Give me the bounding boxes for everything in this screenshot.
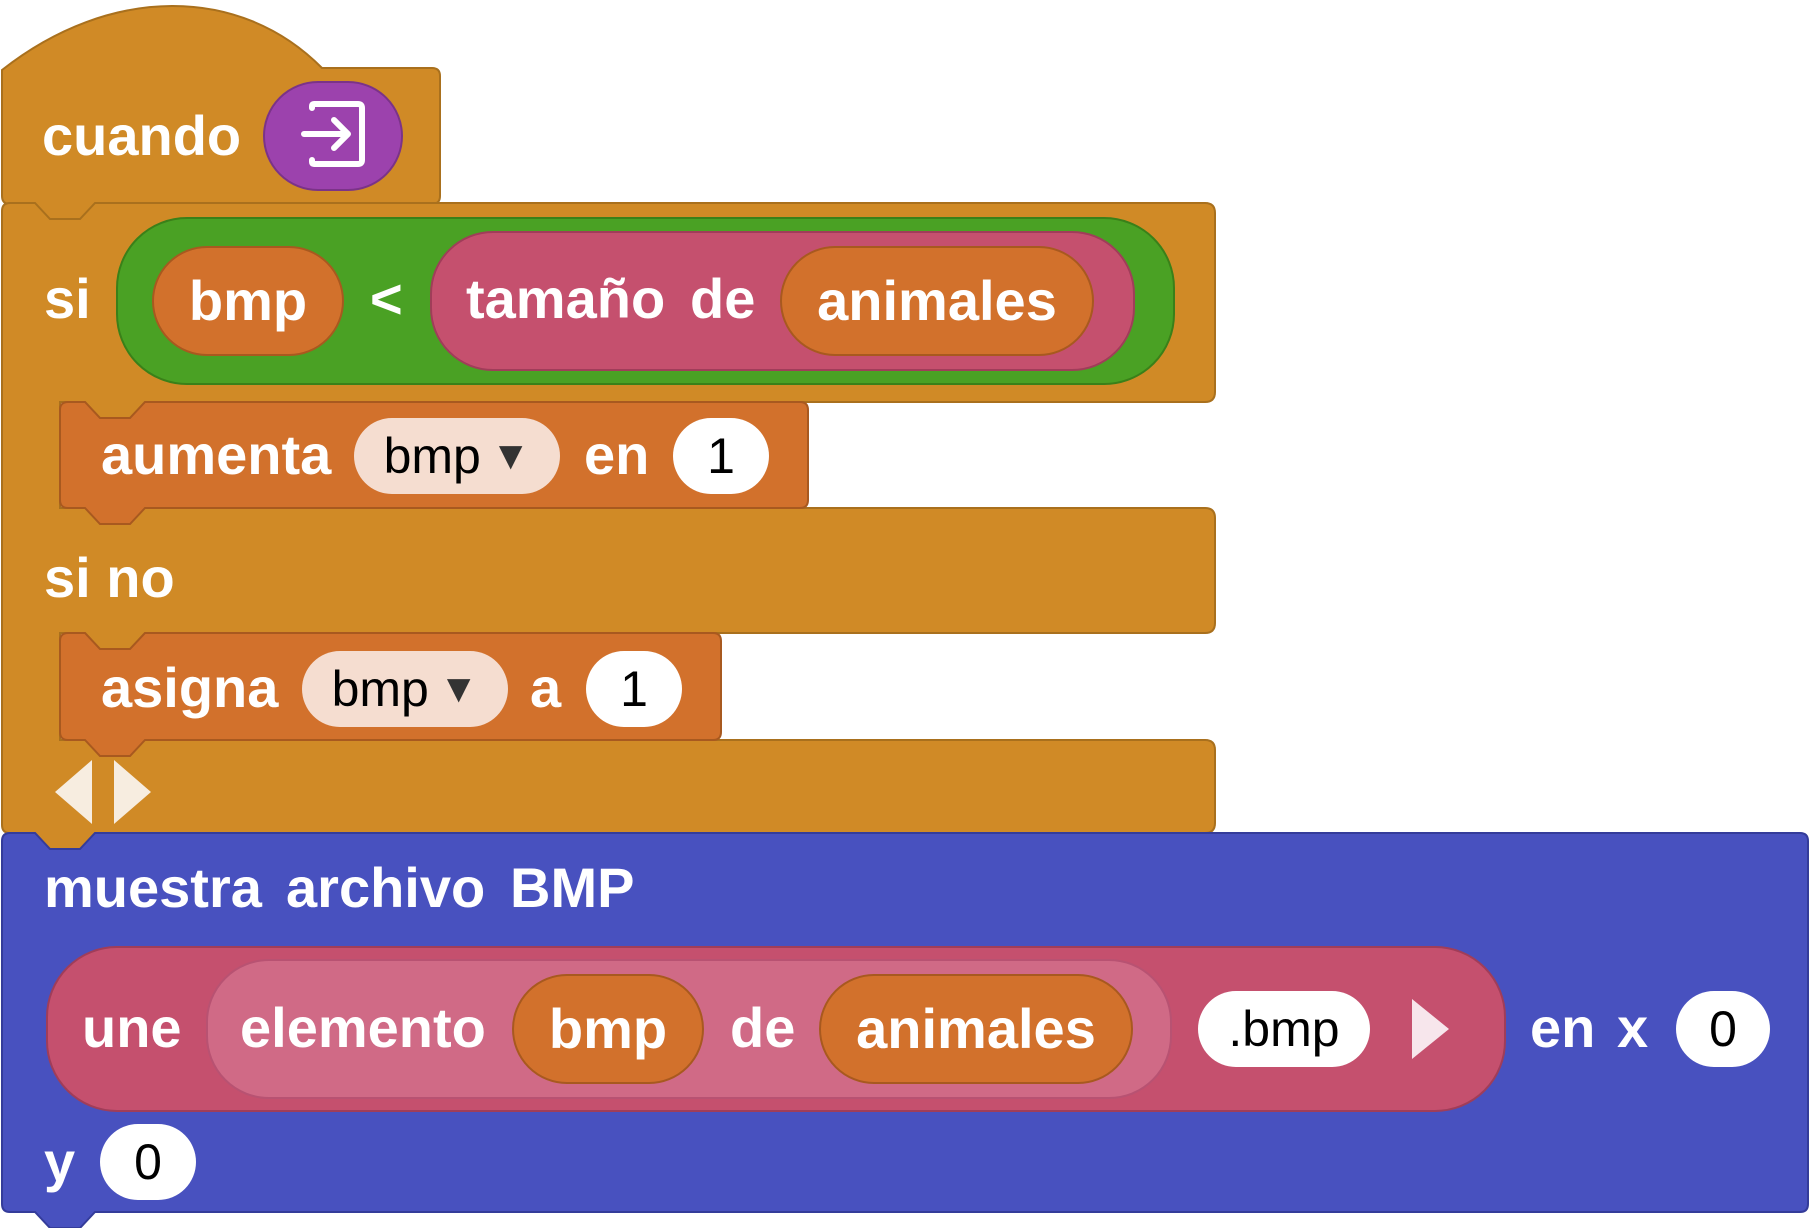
join-expand-arrow-icon[interactable] bbox=[1412, 999, 1449, 1059]
increment-value-input[interactable]: 1 bbox=[673, 418, 769, 494]
item-list-variable[interactable]: animales bbox=[819, 974, 1133, 1084]
length-list-variable[interactable]: animales bbox=[780, 246, 1094, 356]
x-label-x: x bbox=[1617, 996, 1649, 1059]
compare-operator[interactable]: < bbox=[370, 267, 403, 330]
y-label: y bbox=[44, 1130, 76, 1193]
left-right-arrows-icon[interactable] bbox=[55, 760, 151, 824]
dropdown-caret-icon: ▼ bbox=[438, 667, 479, 711]
x-label-en: en bbox=[1530, 996, 1596, 1059]
item-index-variable[interactable]: bmp bbox=[512, 974, 704, 1084]
increment-label: aumenta bbox=[101, 423, 332, 486]
length-list-text: animales bbox=[817, 269, 1057, 332]
increment-variable-dropdown[interactable]: bmp ▼ bbox=[354, 418, 560, 494]
length-of-label: de bbox=[690, 267, 756, 330]
else-label: si no bbox=[44, 546, 175, 609]
set-variable-text: bmp bbox=[331, 661, 429, 717]
x-value-input[interactable]: 0 bbox=[1676, 991, 1770, 1067]
dropdown-caret-icon: ▼ bbox=[490, 434, 531, 478]
event-label: cuando bbox=[42, 104, 242, 167]
enter-arrow-icon bbox=[301, 101, 365, 167]
set-variable-dropdown[interactable]: bmp ▼ bbox=[302, 651, 508, 727]
display-label-1: muestra bbox=[44, 856, 262, 919]
display-label-2: archivo bbox=[286, 856, 486, 919]
compare-left-text: bmp bbox=[188, 269, 308, 332]
suffix-text-input[interactable]: .bmp bbox=[1198, 991, 1370, 1067]
if-label: si bbox=[44, 267, 91, 330]
display-label-3: BMP bbox=[510, 856, 635, 919]
list-item-label: elemento bbox=[240, 996, 486, 1059]
compare-left-variable[interactable]: bmp bbox=[152, 246, 344, 356]
join-label: une bbox=[82, 996, 182, 1059]
increment-variable-text: bmp bbox=[383, 428, 481, 484]
set-value-text: 1 bbox=[620, 661, 648, 717]
x-value-text: 0 bbox=[1709, 1001, 1737, 1057]
increment-by-label: en bbox=[584, 423, 650, 486]
y-value-input[interactable]: 0 bbox=[100, 1124, 196, 1200]
set-to-label: a bbox=[530, 656, 562, 719]
length-label: tamaño bbox=[466, 267, 666, 330]
item-index-text: bmp bbox=[548, 997, 668, 1060]
list-of-label: de bbox=[730, 996, 796, 1059]
y-value-text: 0 bbox=[134, 1134, 162, 1190]
set-label: asigna bbox=[101, 656, 279, 719]
set-value-input[interactable]: 1 bbox=[586, 651, 682, 727]
suffix-text: .bmp bbox=[1228, 1001, 1340, 1057]
increment-value-text: 1 bbox=[707, 428, 735, 484]
item-list-text: animales bbox=[856, 997, 1096, 1060]
